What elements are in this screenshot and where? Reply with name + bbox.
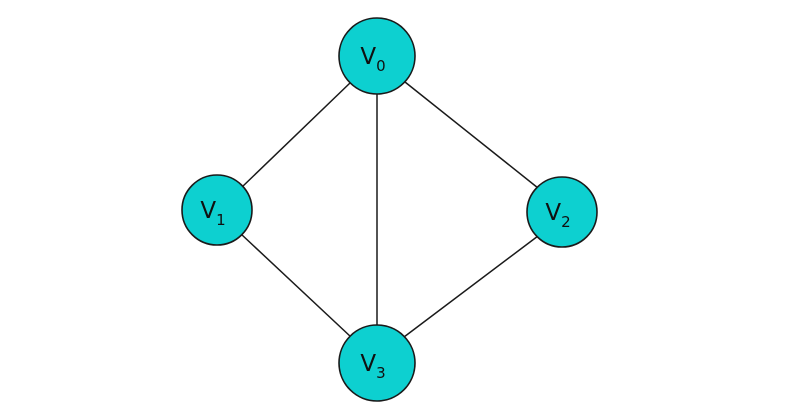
edge-layer (240, 81, 539, 338)
edge-v1-v3 (240, 233, 352, 338)
node-v1-label-base: V (200, 198, 216, 224)
node-v2-label: V2 (545, 200, 570, 231)
edge-v0-v2 (404, 81, 539, 189)
node-v0-label-subscript: 0 (376, 57, 386, 75)
edge-v2-v3 (403, 235, 539, 338)
node-v1[interactable]: V1 (181, 174, 253, 246)
node-v0[interactable]: V0 (338, 17, 416, 95)
node-v1-label: V1 (200, 198, 225, 229)
node-v2[interactable]: V2 (526, 176, 598, 248)
node-v3-label-base: V (360, 351, 376, 377)
node-v0-label-base: V (360, 44, 376, 70)
node-layer: V0 V1 V2 V3 (181, 17, 598, 402)
node-v0-circle[interactable] (338, 17, 416, 95)
node-v3[interactable]: V3 (338, 324, 416, 402)
node-v3-label-subscript: 3 (376, 364, 386, 382)
edge-v0-v1 (241, 82, 351, 188)
node-v1-label-subscript: 1 (216, 211, 226, 229)
node-v3-label: V3 (360, 351, 385, 382)
node-v0-label: V0 (360, 44, 385, 75)
node-v2-label-base: V (545, 200, 561, 226)
node-v2-circle[interactable] (526, 176, 598, 248)
node-v1-circle[interactable] (181, 174, 253, 246)
node-v3-circle[interactable] (338, 324, 416, 402)
node-v2-label-subscript: 2 (561, 213, 571, 231)
